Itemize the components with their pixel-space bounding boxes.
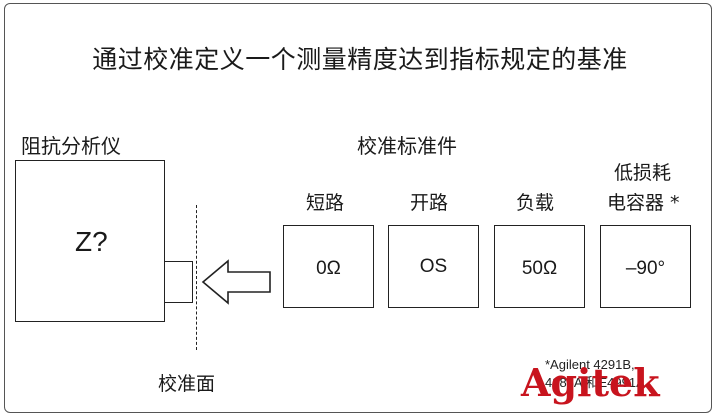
standard-load-value: 50Ω [521, 258, 558, 279]
standard-short-label: 短路 [306, 192, 345, 214]
standard-open-label: 开路 [410, 192, 449, 214]
standard-short-value: 0Ω [316, 258, 341, 279]
agitek-logo: Agitek [521, 360, 660, 405]
impedance-reading: Z? [75, 226, 108, 257]
footnote-line1: *Agilent 4291B, [545, 357, 635, 372]
analyzer-port-connector [164, 261, 193, 303]
standard-open-box [388, 225, 479, 308]
diagram-title: 通过校准定义一个测量精度达到指标规定的基准 [92, 45, 628, 74]
standard-capacitor-box [600, 225, 691, 308]
calibration-plane-label: 校准面 [158, 373, 216, 395]
standard-short-box [283, 225, 374, 308]
standard-capacitor-value: –90° [625, 258, 666, 279]
impedance-analyzer-box [15, 160, 165, 322]
impedance-analyzer-label: 阻抗分析仪 [21, 134, 121, 158]
standard-load-box [494, 225, 585, 308]
standard-load-label: 负载 [516, 192, 555, 214]
standard-open-value: OS [419, 256, 448, 277]
calibration-kit-label: 校准标准件 [357, 134, 457, 158]
calibration-plane-line [196, 205, 197, 350]
left-arrow-icon [201, 259, 271, 305]
footnote-line2: 4286A 和E4991A [545, 375, 645, 390]
standard-capacitor-label-line2: 电容器 * [607, 192, 680, 214]
standard-capacitor-label-line1: 低损耗 [614, 162, 672, 184]
